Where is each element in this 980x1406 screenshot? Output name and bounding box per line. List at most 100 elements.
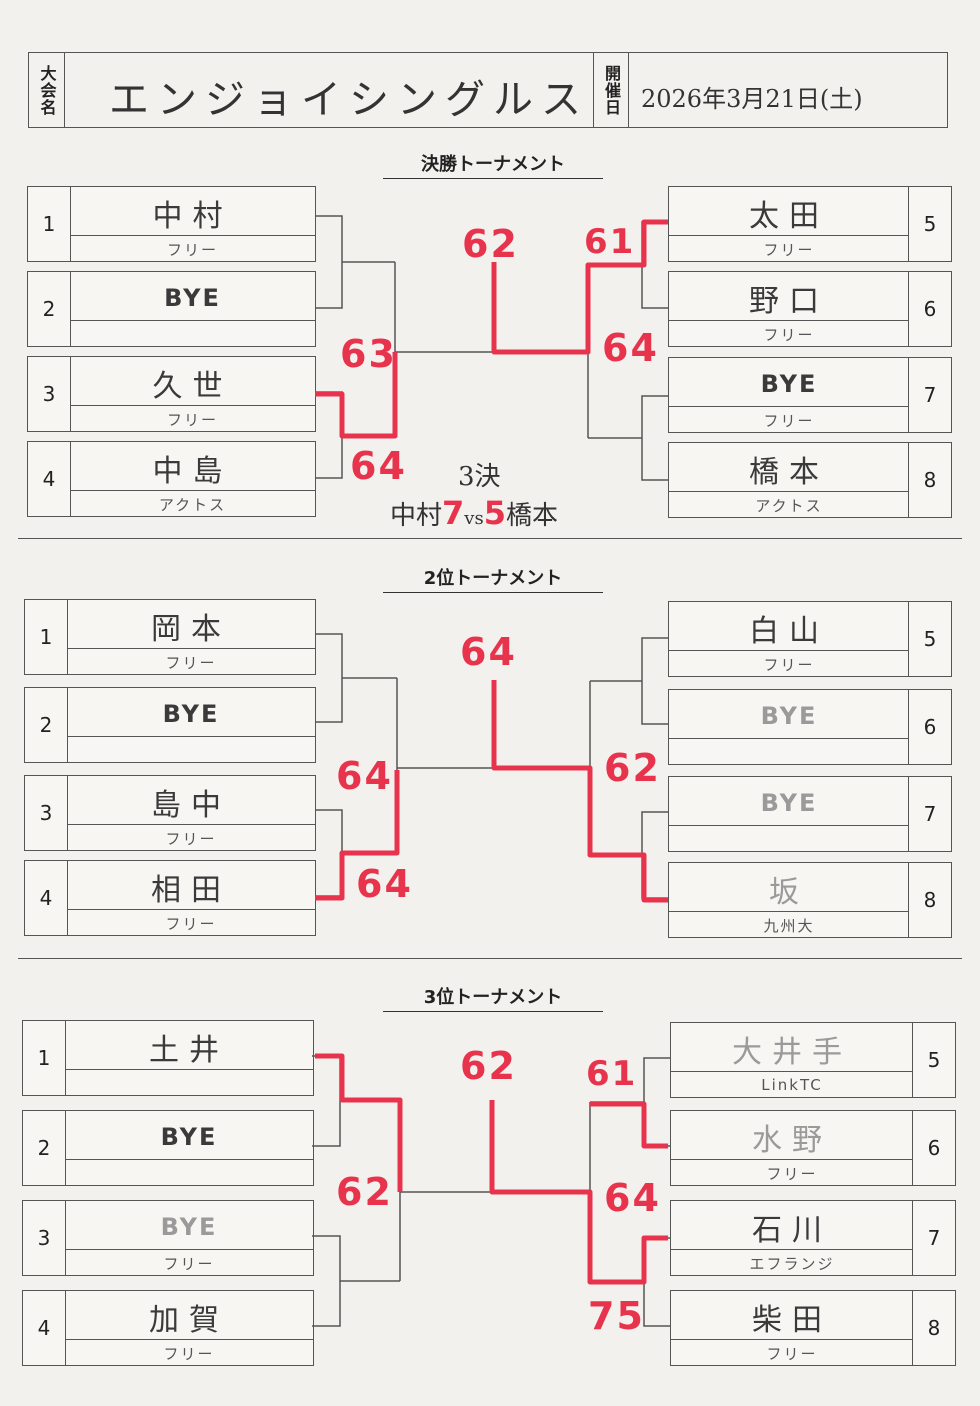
event-date: 2026年3月21日(土) <box>641 85 863 113</box>
player-name: BYE <box>669 694 909 739</box>
seed-number: 4 <box>28 442 71 516</box>
score-label: 62 <box>336 1170 393 1214</box>
player-name: 土井 <box>65 1025 313 1070</box>
player-club: フリー <box>766 1164 818 1183</box>
player-entry: 島中フリー <box>67 776 315 850</box>
player-entry: 野口フリー <box>669 272 909 346</box>
player-entry: 久世フリー <box>70 357 315 431</box>
seed-number: 1 <box>23 1021 66 1095</box>
player-name: 野口 <box>669 276 909 321</box>
date-label: 開催日 <box>593 53 629 127</box>
player-entry: 中島アクトス <box>70 442 315 516</box>
score-label: 75 <box>588 1294 645 1338</box>
player-name: 柴田 <box>671 1295 913 1340</box>
score-label: 64 <box>336 754 393 798</box>
score-label: 63 <box>340 332 397 376</box>
player-entry: 水野フリー <box>671 1111 913 1185</box>
player-entry: 石川エフランジ <box>671 1201 913 1275</box>
third-place-score-a: 7 <box>442 494 465 532</box>
score-label: 62 <box>604 746 661 790</box>
player-club: アクトス <box>158 495 227 514</box>
seed-number: 5 <box>908 187 951 261</box>
third-place-vs: vs <box>464 508 484 529</box>
seed-number: 2 <box>28 272 71 346</box>
seed-number: 6 <box>912 1111 955 1185</box>
player-name: 岡本 <box>67 604 315 649</box>
seed-number: 7 <box>908 358 951 432</box>
player-entry: 柴田フリー <box>671 1291 913 1365</box>
player-name: 白山 <box>669 606 909 651</box>
seed-number: 6 <box>908 272 951 346</box>
player-entry: BYE <box>65 1111 313 1185</box>
score-label: 61 <box>586 1054 638 1094</box>
player-club: フリー <box>165 829 217 848</box>
player-name: BYE <box>67 692 315 737</box>
player-entry: BYE <box>669 690 909 764</box>
section-title-3rd: 3位トーナメント <box>383 983 603 1012</box>
tournament-name: エンジョイシングルス <box>109 77 589 123</box>
player-club: フリー <box>165 653 217 672</box>
seed-number: 1 <box>28 187 71 261</box>
player-entry: BYE <box>70 272 315 346</box>
seed-number: 8 <box>912 1291 955 1365</box>
seed-number: 4 <box>25 861 68 935</box>
third-place-result: 中村7vs5橋本 <box>390 494 558 532</box>
player-club: 九州大 <box>763 916 815 935</box>
player-club: フリー <box>763 240 815 259</box>
player-entry: 中村フリー <box>70 187 315 261</box>
player-name: 島中 <box>67 780 315 825</box>
seed-number: 6 <box>908 690 951 764</box>
score-label: 62 <box>460 1044 517 1088</box>
player-name: BYE <box>65 1205 313 1250</box>
player-club: フリー <box>763 411 815 430</box>
player-entry: 土井 <box>65 1021 313 1095</box>
seed-number: 5 <box>908 602 951 676</box>
player-entry: 橋本アクトス <box>669 443 909 517</box>
section-divider <box>18 538 962 539</box>
player-name: 石川 <box>671 1205 913 1250</box>
player-club: フリー <box>763 325 815 344</box>
seed-number: 2 <box>23 1111 66 1185</box>
player-club: フリー <box>165 914 217 933</box>
seed-number: 8 <box>908 443 951 517</box>
player-entry: BYE フリー <box>65 1201 313 1275</box>
player-entry: 加賀フリー <box>65 1291 313 1365</box>
player-entry: 太田フリー <box>669 187 909 261</box>
player-club: フリー <box>166 410 218 429</box>
score-label: 64 <box>350 444 407 488</box>
player-name: 水野 <box>671 1115 913 1160</box>
player-entry: BYE <box>669 777 909 851</box>
player-club: フリー <box>766 1344 818 1363</box>
player-club: フリー <box>763 655 815 674</box>
player-entry: BYE <box>67 688 315 762</box>
player-club: LinkTC <box>761 1076 823 1094</box>
seed-number: 3 <box>25 776 68 850</box>
section-divider <box>18 958 962 959</box>
player-club: フリー <box>163 1254 215 1273</box>
score-label: 64 <box>602 326 659 370</box>
player-name: 加賀 <box>65 1295 313 1340</box>
player-entry: 坂九州大 <box>669 863 909 937</box>
seed-number: 5 <box>912 1023 955 1097</box>
player-name: 久世 <box>70 361 315 406</box>
seed-number: 4 <box>23 1291 66 1365</box>
